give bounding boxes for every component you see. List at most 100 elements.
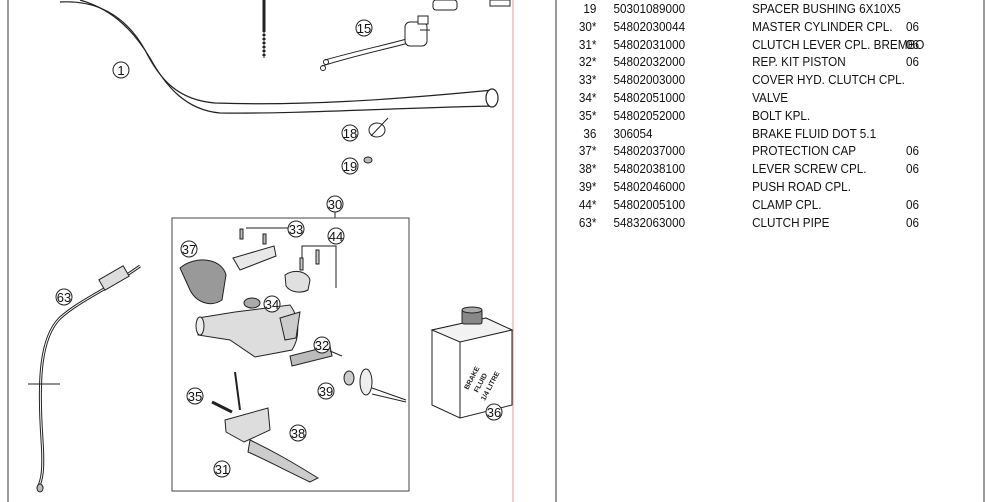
position-number: 31* — [578, 36, 597, 52]
part-description: COVER HYD. CLUTCH CPL. — [752, 72, 905, 88]
part-number: 54802051000 — [613, 89, 686, 105]
part-remark: 06 — [906, 196, 920, 212]
callout-30-text: 30 — [328, 197, 342, 212]
callout-63-text: 63 — [57, 290, 71, 305]
switch-assembly — [320, 0, 511, 71]
part-number: 54802032000 — [613, 54, 686, 70]
part-remark: 06 — [906, 36, 920, 52]
callout-37: 37 — [180, 240, 198, 258]
parts-row: 44* 54802005100 CLAMP CPL. 06 — [564, 196, 942, 214]
part-number: 54802005100 — [613, 196, 686, 212]
part-description: VALVE — [752, 89, 789, 105]
part-number: 50301089000 — [613, 1, 686, 16]
protection-cap — [179, 259, 227, 305]
callout-31-text: 31 — [215, 462, 229, 477]
callout-36: 36 — [485, 403, 503, 421]
callout-39-text: 39 — [319, 384, 333, 399]
callout-38-text: 38 — [291, 426, 305, 441]
part-number: 54802052000 — [613, 107, 686, 123]
parts-row: 36 306054 BRAKE FLUID DOT 5.1 — [564, 125, 942, 143]
callout-18-text: 18 — [343, 126, 357, 141]
callout-30: 30 — [326, 195, 344, 213]
parts-row: 19 50301089000 SPACER BUSHING 6X10X5 — [564, 0, 942, 18]
part-description: PUSH ROAD CPL. — [752, 178, 851, 194]
callout-63: 63 — [55, 288, 73, 306]
part-remark: 06 — [906, 143, 920, 159]
master-cylinder-box — [171, 217, 410, 492]
callout-15-text: 15 — [357, 21, 371, 36]
position-number: 19 — [583, 1, 597, 16]
callout-31: 31 — [213, 460, 231, 478]
part-description: MASTER CYLINDER CPL. — [752, 18, 893, 34]
parts-row: 35* 54802052000 BOLT KPL. — [564, 107, 942, 125]
part-description: LEVER SCREW CPL. — [752, 161, 867, 177]
parts-row: 32* 54802032000 REP. KIT PISTON 06 — [564, 53, 942, 71]
callout-36-text: 36 — [487, 405, 501, 420]
part-description: REP. KIT PISTON — [752, 54, 846, 70]
part-number: 306054 — [613, 125, 653, 141]
part-description: PROTECTION CAP — [752, 143, 857, 159]
parts-list: 19 50301089000 SPACER BUSHING 6X10X5 30* 548… — [564, 0, 984, 231]
callout-1: 1 — [112, 61, 130, 79]
position-number: 63* — [578, 214, 597, 230]
clamp — [284, 249, 320, 293]
part-number: 54802003000 — [613, 72, 686, 88]
part-description: BRAKE FLUID DOT 5.1 — [752, 125, 877, 141]
callout-34-text: 34 — [265, 297, 279, 312]
parts-row: 34* 54802051000 VALVE — [564, 89, 942, 107]
part-number: 54832063000 — [613, 214, 686, 230]
brake-fluid-bottle — [430, 306, 514, 419]
part-description: BOLT KPL. — [752, 107, 811, 123]
position-number: 33* — [578, 72, 597, 88]
part-remark: 06 — [906, 161, 920, 177]
callout-19-text: 19 — [343, 159, 357, 174]
callout-33: 33 — [287, 220, 305, 238]
part-description: SPACER BUSHING 6X10X5 — [752, 1, 901, 16]
callout-39: 39 — [317, 382, 335, 400]
position-number: 35* — [578, 107, 597, 123]
position-number: 36 — [583, 125, 597, 141]
master-cylinder-body — [195, 304, 301, 358]
handlebar — [59, 0, 499, 114]
callout-32: 32 — [313, 336, 331, 354]
callout-15: 15 — [355, 19, 373, 37]
callout-44: 44 — [327, 227, 345, 245]
spacer-bushing — [363, 156, 373, 164]
part-description: CLUTCH LEVER CPL. BREMBO — [752, 36, 925, 52]
valve — [243, 297, 261, 309]
callout-32-text: 32 — [315, 338, 329, 353]
position-number: 44* — [578, 196, 597, 212]
callout-38: 38 — [289, 424, 307, 442]
callout-1-text: 1 — [117, 63, 124, 78]
position-number: 32* — [578, 54, 597, 70]
cable-tie — [368, 117, 389, 138]
callout-18: 18 — [341, 124, 359, 142]
reservoir-cover — [232, 228, 277, 271]
position-number: 30* — [578, 18, 597, 34]
part-description: CLAMP CPL. — [752, 196, 822, 212]
callout-35: 35 — [186, 387, 204, 405]
callout-35-text: 35 — [188, 389, 202, 404]
part-number: 54802037000 — [613, 143, 686, 159]
callout-33-text: 33 — [289, 222, 303, 237]
part-remark: 06 — [906, 54, 920, 70]
part-remark: 06 — [906, 18, 920, 34]
clutch-pipe — [28, 264, 141, 493]
part-number: 54802046000 — [613, 178, 686, 194]
part-description: CLUTCH PIPE — [752, 214, 830, 230]
part-remark: 06 — [906, 214, 920, 230]
leader-44 — [301, 245, 337, 288]
parts-row: 39* 54802046000 PUSH ROAD CPL. — [564, 178, 942, 196]
parts-row: 33* 54802003000 COVER HYD. CLUTCH CPL. — [564, 71, 942, 89]
position-number: 34* — [578, 89, 597, 105]
callout-34: 34 — [263, 295, 281, 313]
position-number: 39* — [578, 178, 597, 194]
part-number: 54802030044 — [613, 18, 686, 34]
lever-assembly — [211, 371, 320, 483]
part-number: 54802038100 — [613, 161, 686, 177]
parts-row: 30* 54802030044 MASTER CYLINDER CPL. 06 — [564, 18, 942, 36]
callout-19: 19 — [341, 157, 359, 175]
callout-44-text: 44 — [329, 229, 343, 244]
